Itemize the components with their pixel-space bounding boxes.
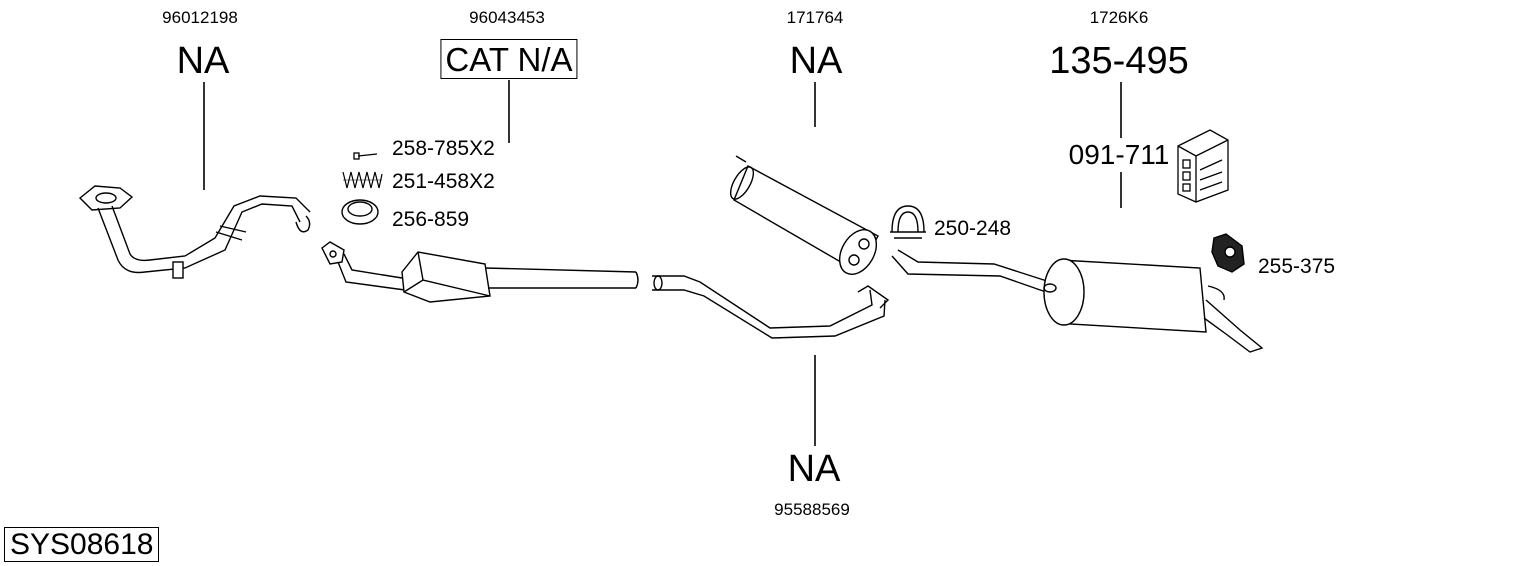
oem-number-middle-silencer: 171764 [786,8,844,27]
part-number-gasket: 256-859 [392,208,470,231]
rubber-mount-part [1211,233,1245,273]
intermediate-pipe [652,275,890,339]
rear-silencer [891,249,1264,353]
ref-catalyst-boxed: CAT N/A [440,39,578,79]
part-number-fitting-kit: 091-711 [1068,139,1170,170]
bolt-part [353,152,378,160]
ref-middle-silencer: NA [789,40,843,82]
clamp-part [890,205,926,239]
front-pipe [78,185,311,279]
part-number-bolt: 258-785X2 [392,137,495,160]
ref-front-pipe: NA [176,40,230,82]
oem-number-front-pipe: 96012198 [162,8,238,27]
gasket-part [341,199,379,225]
oem-number-intermediate-pipe: 95588569 [774,500,850,519]
oem-number-rear-silencer: 1726K6 [1089,8,1149,27]
fitting-kit-box [1177,129,1229,203]
ref-intermediate-pipe: NA [787,448,841,490]
system-id-box: SYS08618 [4,527,160,562]
middle-silencer [729,155,879,275]
catalytic-converter [321,241,639,303]
part-number-rubber-mount: 255-375 [1258,255,1336,278]
spring-part [342,171,383,189]
part-number-clamp: 250-248 [934,217,1012,240]
ref-rear-silencer: 135-495 [1049,40,1189,82]
part-number-spring: 251-458X2 [392,170,495,193]
oem-number-catalyst: 96043453 [469,8,545,27]
